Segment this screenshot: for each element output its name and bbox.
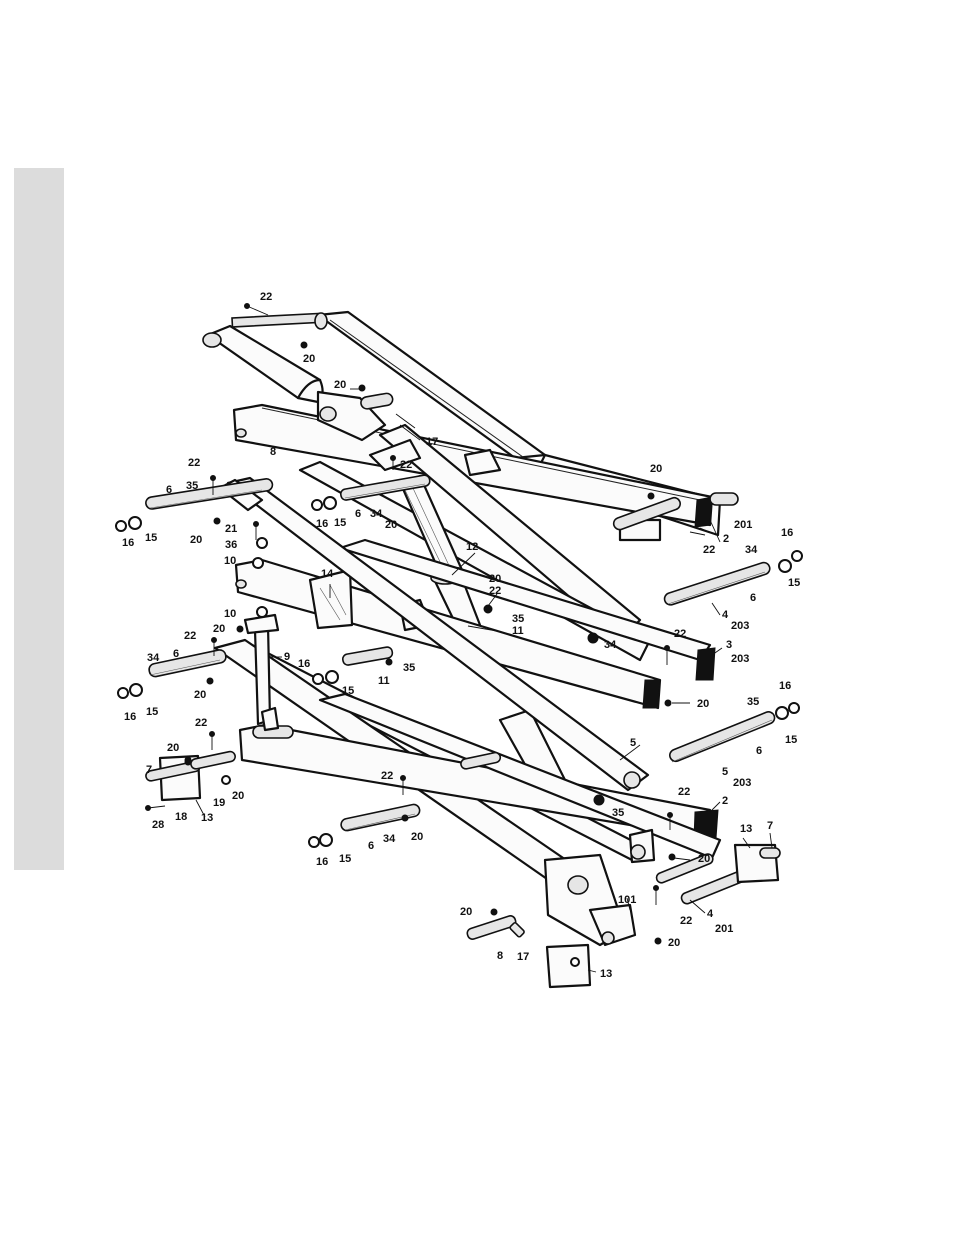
label-36: 36 <box>225 539 237 551</box>
label-15: 15 <box>342 685 354 697</box>
label-20: 20 <box>698 853 710 865</box>
label-16: 16 <box>122 537 134 549</box>
label-7: 7 <box>767 820 773 832</box>
label-34: 34 <box>383 833 396 845</box>
label-22: 22 <box>489 585 501 597</box>
label-6: 6 <box>750 592 756 604</box>
label-6: 6 <box>173 648 179 660</box>
label-15: 15 <box>334 517 346 529</box>
label-15: 15 <box>339 853 351 865</box>
label-20: 20 <box>190 534 202 546</box>
label-21: 21 <box>225 523 237 535</box>
label-28: 28 <box>152 819 164 831</box>
label-22: 22 <box>184 630 196 642</box>
label-20: 20 <box>668 937 680 949</box>
label-2: 2 <box>722 795 728 807</box>
label-7: 7 <box>146 764 152 776</box>
label-8: 8 <box>270 446 276 458</box>
label-34: 34 <box>370 508 383 520</box>
label-34: 34 <box>604 639 617 651</box>
pin-right-upper <box>663 551 802 606</box>
label-19: 19 <box>213 797 225 809</box>
label-20: 20 <box>167 742 179 754</box>
pin-6-lower-left <box>309 803 421 847</box>
label-16: 16 <box>298 658 310 670</box>
label-6: 6 <box>166 484 172 496</box>
label-34: 34 <box>745 544 758 556</box>
label-22: 22 <box>703 544 715 556</box>
label-15: 15 <box>145 532 157 544</box>
label-20: 20 <box>334 379 346 391</box>
label-2: 2 <box>723 533 729 545</box>
label-20: 20 <box>213 623 225 635</box>
label-12: 12 <box>466 541 478 553</box>
label-22: 22 <box>400 459 412 471</box>
label-13: 13 <box>740 823 752 835</box>
label-34: 34 <box>147 652 160 664</box>
label-20: 20 <box>460 906 472 918</box>
label-22: 22 <box>678 786 690 798</box>
block-13-bottom <box>547 945 590 987</box>
label-20: 20 <box>411 831 423 843</box>
label-20: 20 <box>489 573 501 585</box>
label-10: 10 <box>224 555 236 567</box>
pin-right-middle <box>668 703 799 763</box>
label-203: 203 <box>731 653 749 665</box>
label-16: 16 <box>779 680 791 692</box>
label-4: 4 <box>707 908 714 920</box>
label-11: 11 <box>512 625 524 637</box>
label-20: 20 <box>650 463 662 475</box>
label-15: 15 <box>146 706 158 718</box>
label-201: 201 <box>715 923 733 935</box>
label-16: 16 <box>316 518 328 530</box>
label-203: 203 <box>731 620 749 632</box>
label-20: 20 <box>385 519 397 531</box>
label-6: 6 <box>355 508 361 520</box>
label-11: 11 <box>378 675 390 687</box>
block-13-right <box>735 845 780 882</box>
label-20: 20 <box>232 790 244 802</box>
label-203: 203 <box>733 777 751 789</box>
label-22: 22 <box>260 291 272 303</box>
label-18: 18 <box>175 811 187 823</box>
label-6: 6 <box>368 840 374 852</box>
label-35: 35 <box>612 807 624 819</box>
label-5: 5 <box>722 766 728 778</box>
label-35: 35 <box>512 613 524 625</box>
label-14: 14 <box>321 568 334 580</box>
label-9: 9 <box>284 651 290 663</box>
label-13: 13 <box>600 968 612 980</box>
label-16: 16 <box>781 527 793 539</box>
label-35: 35 <box>186 480 198 492</box>
label-22: 22 <box>195 717 207 729</box>
label-20: 20 <box>697 698 709 710</box>
label-8: 8 <box>497 950 503 962</box>
label-16: 16 <box>316 856 328 868</box>
label-4: 4 <box>722 609 729 621</box>
label-10: 10 <box>224 608 236 620</box>
label-20: 20 <box>303 353 315 365</box>
label-15: 15 <box>788 577 800 589</box>
label-22: 22 <box>674 628 686 640</box>
label-5: 5 <box>630 737 636 749</box>
label-35: 35 <box>747 696 759 708</box>
label-16: 16 <box>124 711 136 723</box>
label-17: 17 <box>426 436 438 448</box>
label-17: 17 <box>517 951 529 963</box>
label-22: 22 <box>381 770 393 782</box>
label-3: 3 <box>726 639 732 651</box>
label-22: 22 <box>188 457 200 469</box>
label-20: 20 <box>194 689 206 701</box>
label-201: 201 <box>734 519 752 531</box>
label-22: 22 <box>680 915 692 927</box>
label-15: 15 <box>785 734 797 746</box>
label-35: 35 <box>403 662 415 674</box>
label-6: 6 <box>756 745 762 757</box>
pin-8-lower <box>466 915 525 941</box>
